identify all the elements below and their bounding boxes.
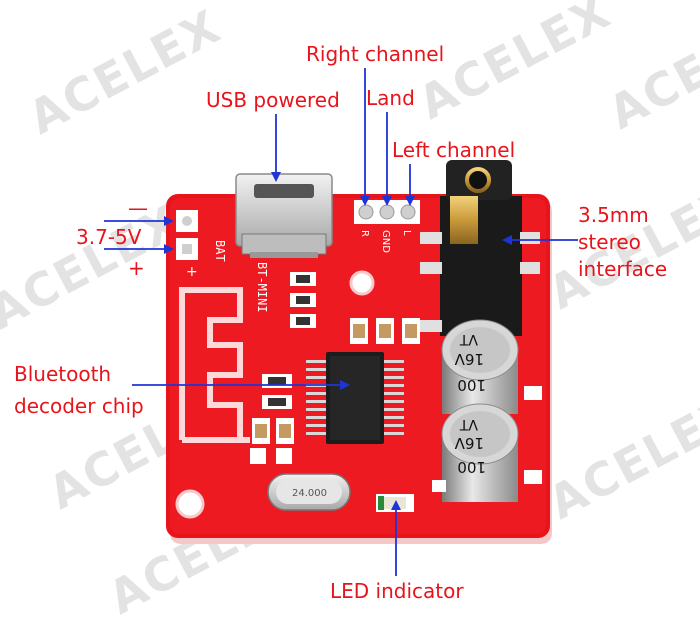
pad-gnd: GND <box>380 230 391 253</box>
crystal-oscillator: 24.000 <box>267 473 351 511</box>
cap-rating: 16V <box>454 350 484 368</box>
capacitor-top: 100 16V VT <box>441 319 519 414</box>
cap-value: 100 <box>457 376 486 394</box>
silk-model: BT-MINI <box>255 262 269 313</box>
pad-l: L <box>401 230 412 236</box>
label-plus: + <box>128 256 145 280</box>
cap-series: VT <box>459 331 478 347</box>
label-land: Land <box>366 86 415 110</box>
watermark: ACELEX <box>0 194 190 340</box>
pad-r: R <box>359 230 370 237</box>
watermark: ACELEX <box>600 0 700 140</box>
circuit-board: BAT + BT-MINI R GND L <box>166 160 552 544</box>
label-voltage: 3.7-5V <box>76 225 142 249</box>
label-left-channel: Left channel <box>392 138 516 162</box>
label-jack-line3: interface <box>578 257 668 281</box>
usb-connector <box>235 173 333 258</box>
pcb-antenna <box>179 287 243 440</box>
watermark: ACELEX <box>20 0 230 145</box>
mounting-hole <box>349 270 375 296</box>
label-right-channel: Right channel <box>306 42 445 66</box>
cap-value: 100 <box>457 458 486 476</box>
label-jack-line1: 3.5mm <box>578 203 649 227</box>
audio-jack <box>420 160 540 336</box>
silk-plus: + <box>186 264 198 280</box>
capacitor-bottom: 100 16V VT <box>441 403 519 502</box>
cap-series: VT <box>459 416 478 432</box>
decoder-chip <box>306 352 404 444</box>
cap-rating: 16V <box>454 434 484 452</box>
label-jack-line2: stereo <box>578 230 641 254</box>
crystal-label: 24.000 <box>292 488 327 499</box>
mounting-hole <box>175 489 205 519</box>
label-chip-line2: decoder chip <box>14 394 144 418</box>
label-led: LED indicator <box>330 579 464 603</box>
watermark: ACELEX <box>540 384 700 530</box>
silk-bat: BAT <box>213 240 227 262</box>
led <box>376 494 414 512</box>
annotation-arrows <box>104 68 578 576</box>
label-minus: — <box>128 196 148 220</box>
label-usb-powered: USB powered <box>206 88 340 112</box>
capacitor-pads <box>432 386 542 492</box>
label-chip-line1: Bluetooth <box>14 362 112 386</box>
